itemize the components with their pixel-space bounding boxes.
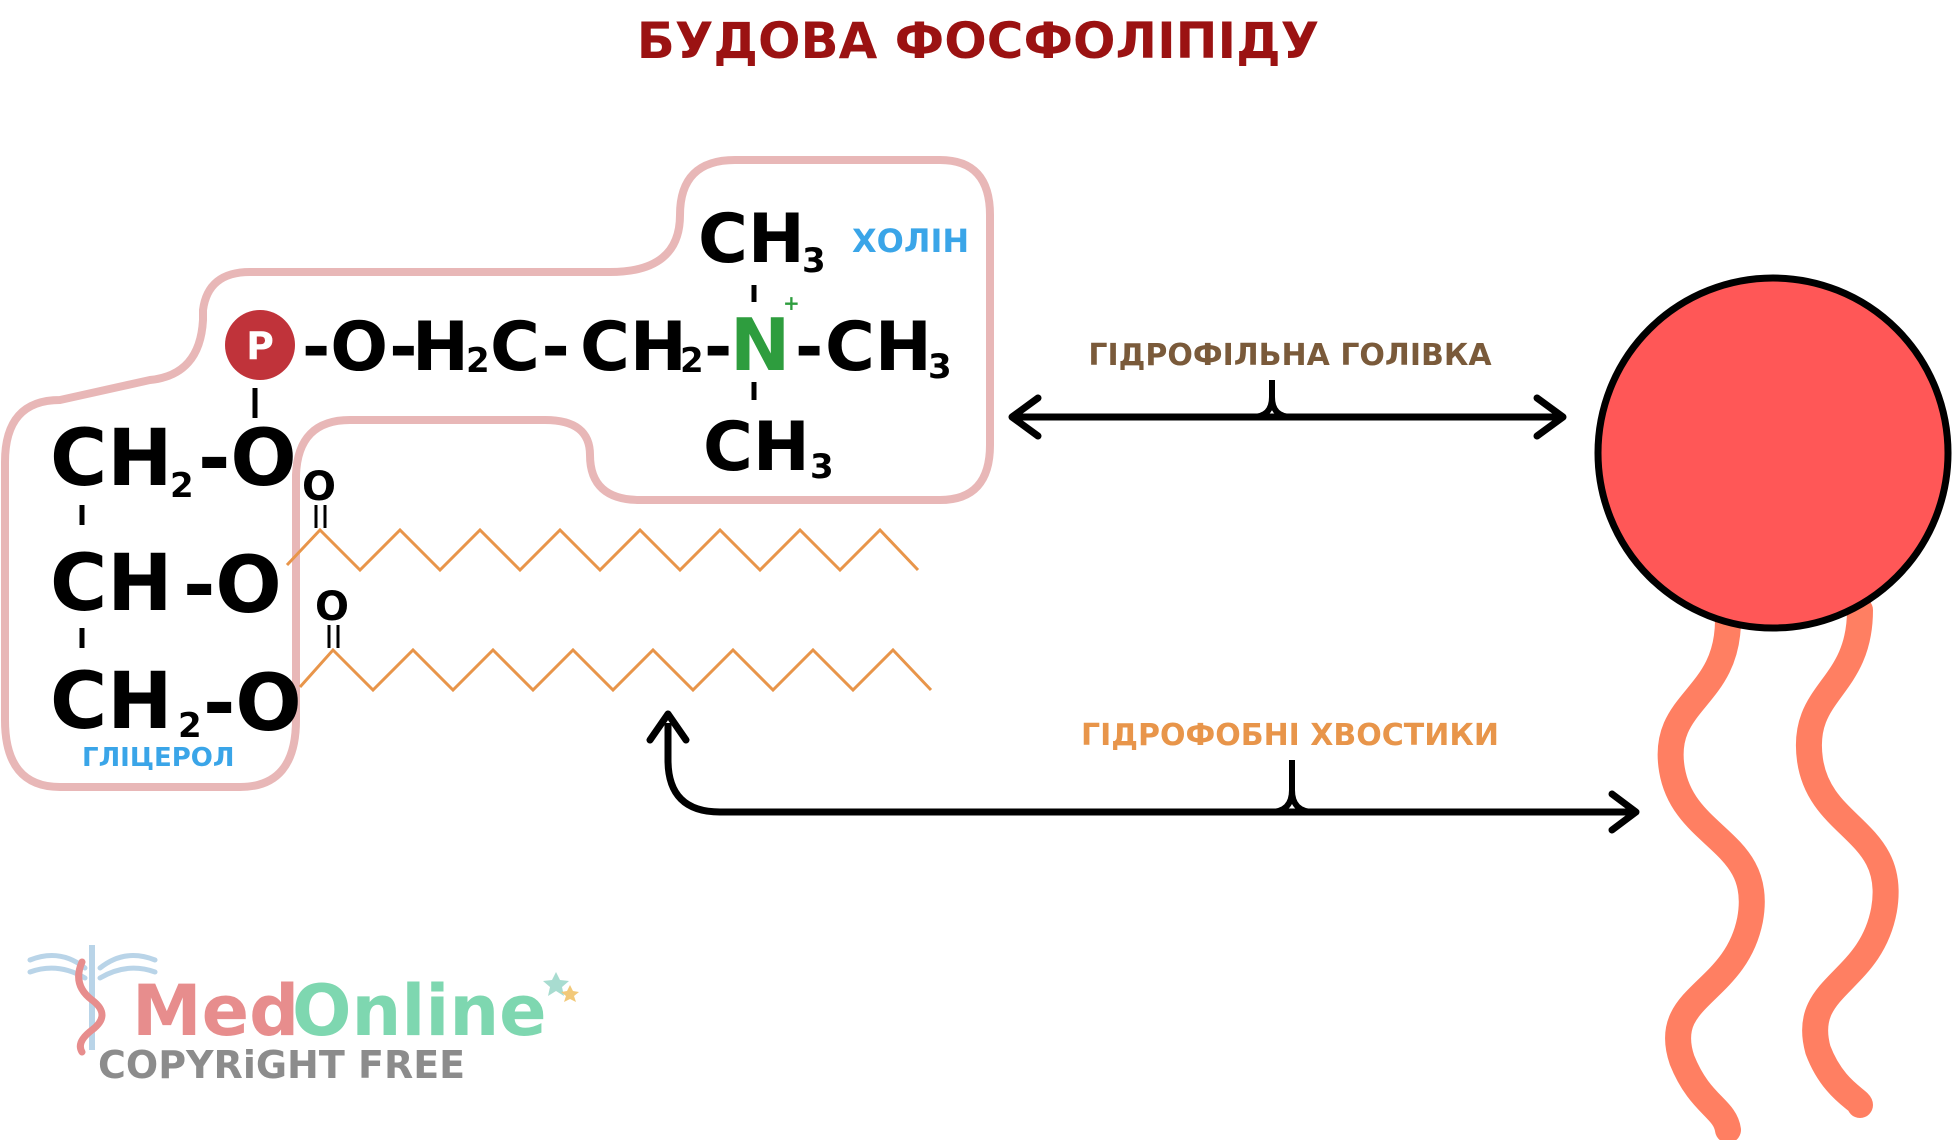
- ch3-right-dash: -: [795, 308, 823, 387]
- schematic-tail-right: [1795, 597, 1899, 1118]
- hydrophilic-head-outline: [1, 156, 994, 791]
- glycerol-mid-ch: CH: [50, 539, 173, 629]
- star-icon-small: [561, 985, 579, 1002]
- page-title: БУДОВА ФОСФОЛІПІДУ: [637, 12, 1319, 70]
- tails-brace: [1269, 760, 1315, 815]
- glycerol-bot-sub: 2: [178, 706, 202, 746]
- fatty-acid-chain-bottom: [298, 647, 933, 693]
- chain-o: -O-: [302, 308, 418, 387]
- schematic-head: [1594, 274, 1952, 632]
- glycerol-top-o: -O: [198, 414, 297, 504]
- glycerol-mid-o: -O: [183, 541, 282, 631]
- chain-c: C-: [490, 308, 570, 387]
- carbonyl-o-top: O: [302, 464, 336, 510]
- ch3-bottom-sub: 3: [810, 447, 834, 487]
- glycerol-top-sub: 2: [170, 466, 194, 506]
- ch3-bottom: CH: [703, 408, 810, 487]
- glycerol-top-ch: CH: [50, 414, 173, 504]
- tails-label: ГІДРОФОБНІ ХВОСТИКИ: [1081, 718, 1499, 753]
- medonline-logo: Med Online COPYRiGHT FREE: [27, 945, 579, 1087]
- caduceus-snake-icon: [75, 958, 106, 1056]
- ch2-sub: 2: [680, 341, 704, 381]
- glycerol-label: ГЛІЦЕРОЛ: [82, 743, 234, 773]
- logo-copyright: COPYRiGHT FREE: [98, 1043, 465, 1087]
- carbonyl-o-bottom: O: [315, 584, 349, 630]
- tails-arrow-right-tip: [1608, 790, 1640, 834]
- ch2-group: CH: [580, 308, 687, 387]
- logo-online: Online: [292, 970, 547, 1052]
- head-arrow-left-tip: [1008, 394, 1042, 440]
- choline-label: ХОЛІН: [852, 222, 969, 260]
- head-arrow-right-tip: [1533, 394, 1567, 440]
- tails-arrow-line: [664, 723, 1635, 816]
- schematic-tail-left: [1657, 607, 1765, 1140]
- ch3-top: CH: [698, 200, 805, 279]
- chain-h-sub: 2: [466, 341, 490, 381]
- caduceus-wings-icon: [27, 953, 158, 981]
- phosphate-label: P: [246, 324, 274, 368]
- fatty-acid-chain-top: [285, 527, 920, 573]
- chain-h: H: [412, 308, 469, 387]
- ch3-right-sub: 3: [928, 347, 952, 387]
- nitrogen: N: [730, 303, 790, 387]
- ch3-top-sub: 3: [802, 241, 826, 281]
- glycerol-bot-ch: CH: [50, 657, 173, 747]
- logo-med: Med: [132, 970, 299, 1052]
- ch2-dash: -: [704, 308, 732, 387]
- ch3-right: CH: [825, 308, 932, 387]
- tails-arrow-up-tip: [646, 710, 690, 744]
- head-label: ГІДРОФІЛЬНА ГОЛІВКА: [1088, 338, 1492, 373]
- star-icon: [543, 972, 569, 996]
- nitrogen-charge: +: [783, 291, 800, 315]
- phosphate-circle: [225, 310, 295, 380]
- head-brace: [1251, 380, 1293, 420]
- glycerol-bot-o: -O: [203, 659, 302, 749]
